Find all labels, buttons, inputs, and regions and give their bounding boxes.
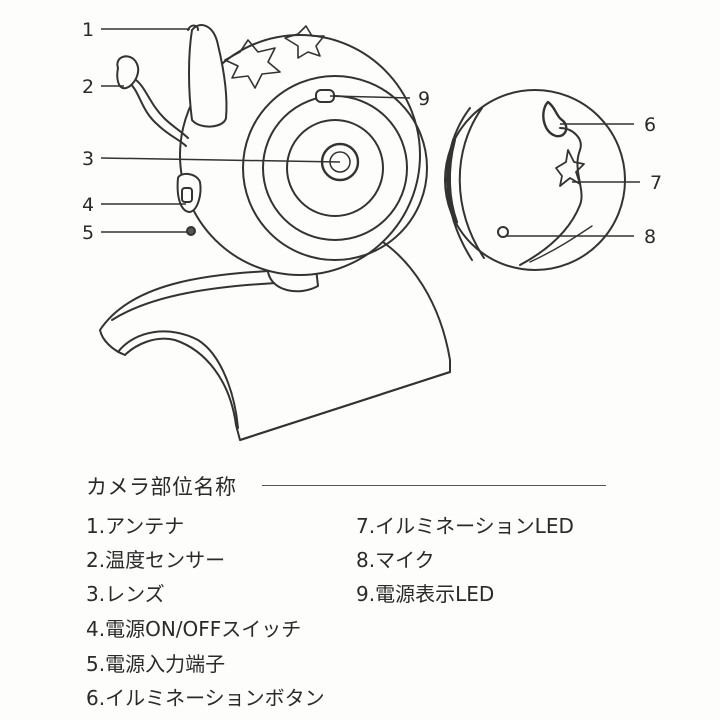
inset-lens-ring-2 (458, 107, 485, 259)
list-item: 3.レンズ (86, 582, 165, 606)
callout-2: 2 (82, 76, 94, 98)
callout-9: 9 (418, 88, 430, 110)
inset-lens-ring-3 (446, 138, 458, 224)
callout-8: 8 (644, 226, 656, 248)
power-input-jack (186, 226, 196, 236)
star-motif-small (284, 25, 325, 59)
list-item: 8.マイク (356, 548, 435, 572)
list-item: 4.電源ON/OFFスイッチ (86, 617, 302, 641)
callout-line-9 (329, 95, 411, 99)
camera-body (179, 34, 421, 276)
list-item: 7.イルミネーションLED (356, 514, 574, 538)
callout-line-3 (100, 157, 341, 163)
callout-6: 6 (644, 114, 656, 136)
lens-outer-ring (242, 75, 428, 261)
camera-diagram: 1 2 3 4 5 6 7 8 9 (82, 19, 662, 441)
callout-5: 5 (82, 222, 94, 244)
list-item: 6.イルミネーションボタン (86, 686, 325, 710)
stand-inner-arch (117, 330, 239, 429)
microphone (497, 226, 509, 238)
list-item: 1.アンテナ (86, 514, 185, 538)
callout-1: 1 (82, 19, 94, 41)
stand-top-edge (111, 281, 301, 321)
detail-inset (444, 89, 626, 271)
list-item: 9.電源表示LED (356, 582, 495, 606)
callout-4: 4 (82, 194, 94, 216)
temperature-sensor-cable-2 (135, 79, 189, 139)
list-item: 2.温度センサー (86, 548, 226, 572)
stand-front-edge (239, 371, 451, 441)
temperature-sensor-cable (127, 81, 187, 147)
illumination-button (542, 100, 568, 138)
callout-7: 7 (650, 172, 662, 194)
temperature-sensor (116, 55, 140, 90)
legend-title-rule (262, 485, 606, 486)
illumination-led (555, 149, 585, 187)
legend-title: カメラ部位名称 (86, 475, 237, 499)
power-switch-knob (181, 187, 193, 203)
lens-inner-ring (286, 119, 384, 217)
callout-3: 3 (82, 148, 94, 170)
antenna (188, 24, 228, 128)
star-motif (224, 39, 281, 89)
inset-edge-lines (529, 225, 593, 263)
inset-body-edge (519, 127, 583, 266)
list-item: 5.電源入力端子 (86, 652, 226, 676)
